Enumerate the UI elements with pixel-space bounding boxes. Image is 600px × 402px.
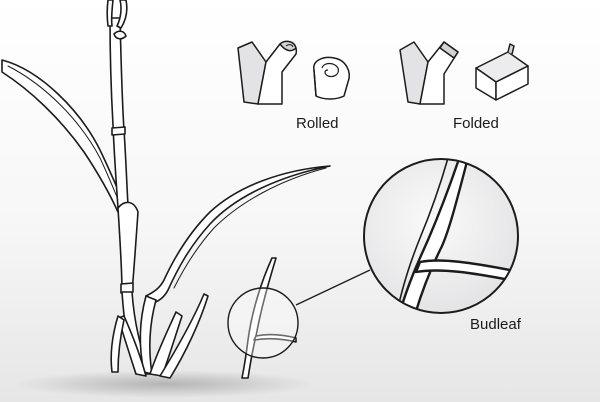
ground-shadow (15, 370, 315, 398)
small-magnifier (227, 287, 299, 359)
rolled-vernation-illustration (237, 40, 350, 105)
rolled-blade-icon (313, 56, 350, 100)
budleaf-shoot (241, 257, 297, 379)
basal-leaves (110, 293, 209, 379)
folded-label: Folded (453, 115, 499, 132)
budleaf-magnified-view (363, 158, 519, 314)
folded-vernation-illustration (399, 41, 529, 105)
stem-tip (106, 0, 128, 29)
magnifier-connector (295, 269, 371, 306)
lower-stem-sheath (117, 201, 151, 375)
budleaf-label: Budleaf (470, 316, 521, 333)
folded-blade-icon (475, 43, 529, 101)
folded-sheath-icon (399, 41, 459, 105)
rolled-label: Rolled (296, 115, 339, 132)
rolled-sheath-icon (237, 40, 298, 105)
main-stem (109, 17, 129, 209)
